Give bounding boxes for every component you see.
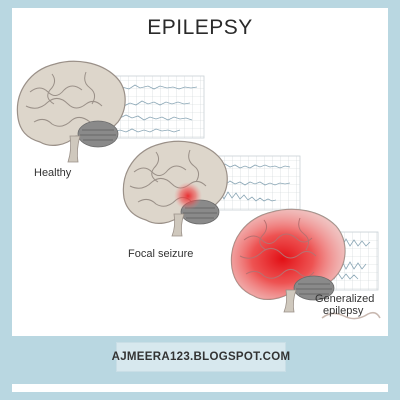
seizure-hotspot-icon (174, 182, 202, 210)
brain-icon (122, 140, 228, 237)
focal-stage (122, 140, 301, 237)
label-healthy: Healthy (34, 167, 72, 179)
label-generalized-line2: epilepsy (323, 305, 364, 317)
label-focal-seizure: Focal seizure (128, 248, 194, 260)
decorative-stroke (321, 311, 381, 320)
brain-icon (230, 208, 346, 313)
brain-icon (16, 60, 126, 163)
label-generalized-epilepsy: Generalized epilepsy (315, 293, 375, 317)
healthy-stage (16, 60, 205, 163)
blog-url-banner: AJMEERA123.BLOGSPOT.COM (112, 342, 290, 372)
page-title: EPILEPSY (147, 16, 253, 39)
generalized-stage (230, 208, 381, 320)
label-generalized-line1: Generalized (315, 293, 375, 305)
